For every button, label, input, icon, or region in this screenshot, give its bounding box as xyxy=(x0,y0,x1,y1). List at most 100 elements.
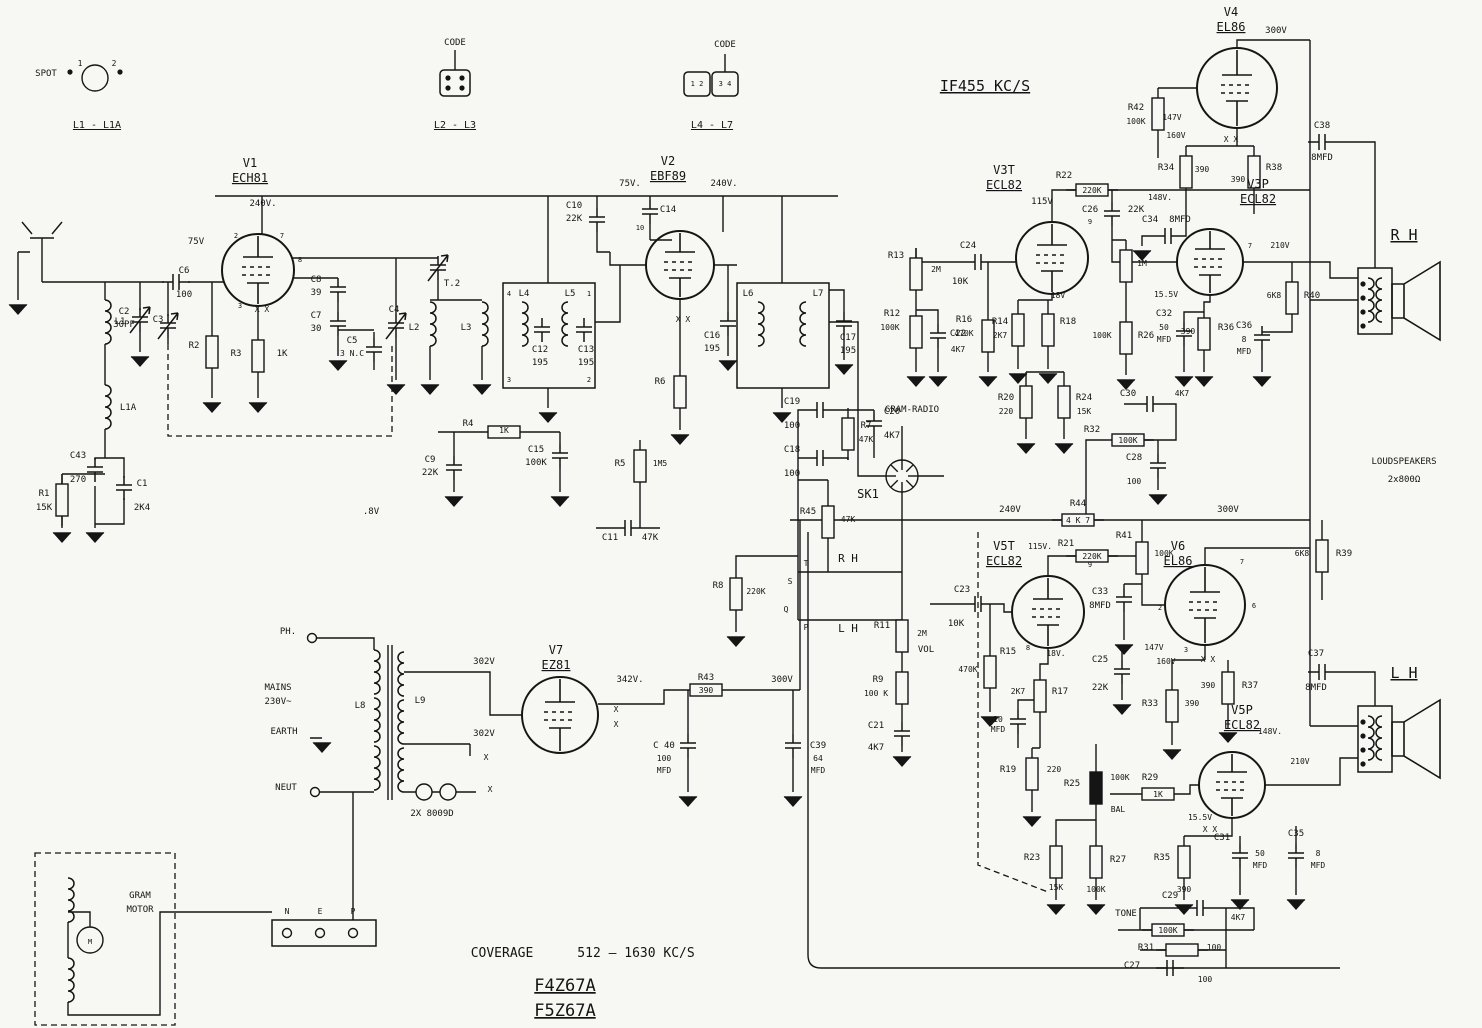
cap-value: 4K7 xyxy=(1175,389,1190,398)
res-id: R1 xyxy=(39,489,50,499)
tube-id: V5T xyxy=(993,539,1015,553)
voltage: 302V xyxy=(473,657,495,667)
cap-value: 100 xyxy=(657,754,672,763)
res-value: 390 xyxy=(1177,885,1192,894)
wave-change-switch xyxy=(885,459,919,493)
pin-number: 9 xyxy=(1088,561,1092,569)
coil-id: L7 xyxy=(813,289,824,299)
res-value: 390 xyxy=(1201,681,1216,690)
cap-value: 4K7 xyxy=(868,743,884,753)
res-value: 100K xyxy=(1118,436,1137,445)
pin-number: 3 4 xyxy=(719,80,732,88)
res-id: R21 xyxy=(1058,539,1074,549)
cap-value: 4K7 xyxy=(951,345,966,354)
voltage: 115V xyxy=(1031,197,1053,207)
tube-type: ECL82 xyxy=(986,178,1022,192)
res-id: R40 xyxy=(1304,291,1320,301)
cap-value: 50 xyxy=(1255,849,1265,858)
channel-label-main: R H xyxy=(1390,226,1417,244)
pin-number: 8 xyxy=(1026,644,1030,652)
cap-value: MFD xyxy=(657,766,672,775)
voltage: 300V xyxy=(1217,505,1239,515)
res-id: R34 xyxy=(1158,163,1174,173)
terminal-label: EARTH xyxy=(270,727,297,737)
mains-label: MAINS xyxy=(264,683,291,693)
res-id: R41 xyxy=(1116,531,1132,541)
cap-value: 8MFD xyxy=(1305,683,1327,693)
res-value: 1K xyxy=(277,349,288,359)
ground-symbols xyxy=(8,250,1306,915)
coil-id: L1 xyxy=(115,317,126,327)
cap-id: C5 xyxy=(347,336,358,346)
res-value: 390 xyxy=(1185,699,1200,708)
res-value: 100 xyxy=(1207,943,1222,952)
tube-type: ECL82 xyxy=(1224,718,1260,732)
cap-id: C11 xyxy=(602,533,618,543)
cap-value: MFD xyxy=(1157,335,1172,344)
pot-label: BAL xyxy=(1111,805,1126,814)
pin-number: 7 xyxy=(1240,558,1244,566)
res-value: 47K xyxy=(859,435,874,444)
res-id: R24 xyxy=(1076,393,1092,403)
voltage: 210V xyxy=(1290,757,1309,766)
res-value: 220K xyxy=(1082,552,1101,561)
res-id: R19 xyxy=(1000,765,1016,775)
cap-value: 3 N.C xyxy=(340,349,364,358)
cap-id: C12 xyxy=(532,345,548,355)
voltage: 240V. xyxy=(710,179,737,189)
cap-value: 100K xyxy=(525,458,547,468)
pin-number: 1 2 xyxy=(691,80,704,88)
res-id: R5 xyxy=(615,459,626,469)
tube-type: EZ81 xyxy=(542,658,571,672)
res-value: 100K xyxy=(1126,117,1145,126)
cap-value: 22K xyxy=(422,468,439,478)
res-value: 2K7 xyxy=(993,331,1008,340)
cap-value: 47K xyxy=(642,533,659,543)
heater-pins: X xyxy=(488,785,493,794)
pin-number: 6 xyxy=(1252,602,1256,610)
heater-pins: X X xyxy=(676,315,691,324)
cap-value: 4K7 xyxy=(1231,913,1246,922)
voltage: 148V. xyxy=(1148,193,1172,202)
res-id: R17 xyxy=(1052,687,1068,697)
cap-id: C4 xyxy=(389,305,400,315)
pin-number: 2 xyxy=(234,232,238,240)
voltage: 240V xyxy=(999,505,1021,515)
coverage-range: 512 — 1630 KC/S xyxy=(577,946,694,961)
cap-value: 195 xyxy=(578,358,594,368)
shield-cans xyxy=(271,69,1393,947)
pin-number: 1 xyxy=(587,290,591,298)
res-value: 2K7 xyxy=(1011,687,1026,696)
cap-value: 100 xyxy=(1198,975,1213,984)
res-id: R32 xyxy=(1084,425,1100,435)
cap-value: 10K xyxy=(948,619,965,629)
res-id: R12 xyxy=(884,309,900,319)
cap-id: C10 xyxy=(566,201,582,211)
resistors xyxy=(55,88,1329,957)
res-id: R2 xyxy=(189,341,200,351)
wiring xyxy=(17,39,1376,1016)
cap-value: 30 xyxy=(311,324,322,334)
res-value: 220K xyxy=(1082,186,1101,195)
res-id: R7 xyxy=(861,421,872,431)
terminal-label: PH. xyxy=(280,627,296,637)
voltage: 148V. xyxy=(1258,727,1282,736)
pin-number: 6 xyxy=(1224,732,1228,740)
cap-value: 8MFD xyxy=(1089,601,1111,611)
pin-number: 8 xyxy=(298,256,302,264)
cap-value: MFD xyxy=(991,725,1006,734)
pin-number: 3 xyxy=(507,376,511,384)
res-value: 390 xyxy=(1231,175,1246,184)
res-id: R9 xyxy=(873,675,884,685)
coils xyxy=(67,277,1383,1003)
cap-value: 50 xyxy=(1159,323,1169,332)
res-value: 100K xyxy=(1158,926,1177,935)
tube-id: V1 xyxy=(243,156,257,170)
res-id: R6 xyxy=(655,377,666,387)
res-id: R18 xyxy=(1060,317,1076,327)
res-value: 220 xyxy=(1047,765,1062,774)
res-value: 1K xyxy=(499,426,509,435)
res-value: 100K xyxy=(1086,885,1105,894)
tube-id: V2 xyxy=(661,154,675,168)
